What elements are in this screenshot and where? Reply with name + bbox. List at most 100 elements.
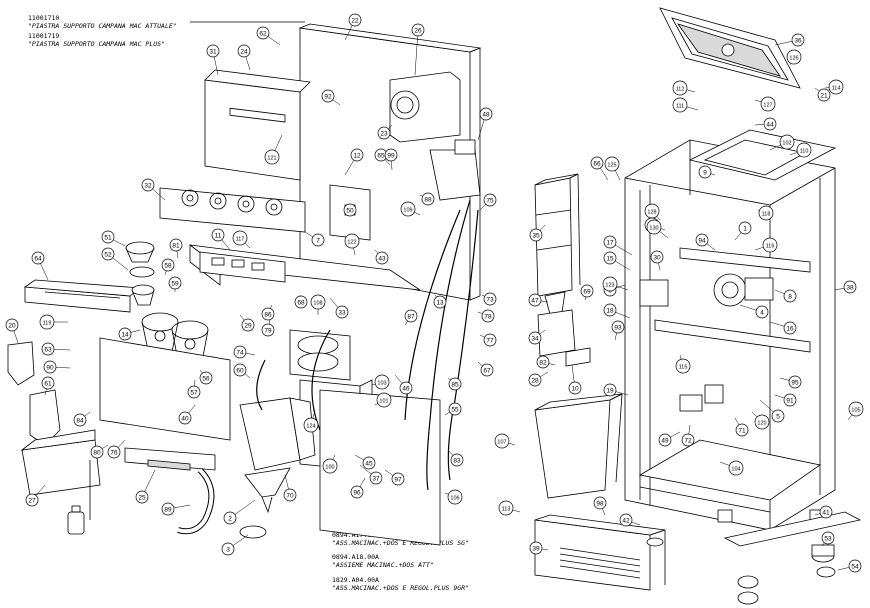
callout-number: 40 (181, 415, 189, 422)
callout-bubble (178, 411, 192, 425)
lid-frame (659, 7, 801, 89)
callout-bubble (448, 402, 462, 416)
callout-number: 82 (539, 359, 547, 366)
callout-42: 42 (619, 513, 633, 527)
callout-bubble (375, 251, 389, 265)
callout-16: 16 (783, 321, 797, 335)
callout-112: 112 (672, 80, 688, 96)
callout-number: 104 (731, 466, 740, 472)
callout-number: 35 (532, 232, 540, 239)
callout-37: 37 (369, 471, 383, 485)
callout-number: 68 (297, 299, 305, 306)
callout-126: 126 (786, 49, 802, 65)
callout-49: 49 (658, 433, 672, 447)
callout-bubble (322, 458, 338, 474)
callout-number: 128 (647, 209, 656, 215)
callout-number: 90 (46, 364, 54, 371)
callout-14: 14 (118, 327, 132, 341)
callout-number: 30 (653, 254, 661, 261)
callout-bubble (529, 541, 543, 555)
callout-bubble (783, 289, 797, 303)
callout-39: 39 (529, 541, 543, 555)
callout-52: 52 (101, 247, 115, 261)
castors (737, 544, 836, 605)
callout-79: 79 (261, 323, 275, 337)
callout-82: 82 (536, 355, 550, 369)
drip-tray (23, 279, 142, 313)
callout-number: 78 (484, 313, 492, 320)
callout-number: 73 (486, 296, 494, 303)
callout-number: 77 (486, 337, 494, 344)
callout-46: 46 (399, 381, 413, 395)
callout-number: 37 (372, 475, 380, 482)
callout-number: 107 (497, 439, 506, 445)
callout-50: 50 (343, 203, 357, 217)
callout-bubble (232, 230, 248, 246)
callout-122: 122 (344, 233, 360, 249)
callout-number: 58 (164, 262, 172, 269)
callout-bubble (141, 178, 155, 192)
callout-bubble (783, 321, 797, 335)
callout-number: 49 (661, 437, 669, 444)
callout-71: 71 (735, 423, 749, 437)
callout-number: 22 (351, 17, 359, 24)
callout-45: 45 (362, 456, 376, 470)
callout-22: 22 (348, 13, 362, 27)
callout-95: 95 (788, 375, 802, 389)
callout-number: 98 (596, 500, 604, 507)
callout-70: 70 (283, 488, 297, 502)
callout-94: 94 (695, 233, 709, 247)
callout-number: 43 (378, 255, 386, 262)
callout-106: 106 (447, 489, 463, 505)
callout-number: 18 (606, 307, 614, 314)
callout-number: 33 (338, 309, 346, 316)
callout-117: 117 (232, 230, 248, 246)
callout-number: 84 (76, 417, 84, 424)
callout-bubble (448, 377, 462, 391)
callout-23: 23 (377, 126, 391, 140)
callout-number: 65 (377, 152, 385, 159)
callout-number: 25 (138, 494, 146, 501)
callout-bubble (350, 485, 364, 499)
callout-bubble (43, 360, 57, 374)
callout-bubble (819, 505, 833, 519)
callout-bubble (779, 134, 795, 150)
callout-number: 57 (190, 389, 198, 396)
callout-number: 23 (380, 130, 388, 137)
callout-bubble (376, 392, 392, 408)
callout-bubble (261, 307, 275, 321)
callout-number: 14 (121, 331, 129, 338)
callout-bubble (528, 373, 542, 387)
callout-bubble (348, 13, 362, 27)
callout-bubble (760, 96, 776, 112)
callout-19: 19 (603, 383, 617, 397)
note-grinder-plus-sg: 0894.A17.00A "ASS.MACINAC.+DOS E REGOL. … (332, 531, 469, 547)
callout-32: 32 (141, 178, 155, 192)
callout-bubble (646, 219, 662, 235)
callout-123: 123 (602, 276, 618, 292)
callout-bubble (483, 292, 497, 306)
motor-assembly (713, 273, 774, 307)
callout-bubble (695, 233, 709, 247)
callout-number: 48 (482, 111, 490, 118)
callout-bubble (377, 126, 391, 140)
callout-number: 8 (788, 293, 792, 300)
upper-bracket-plate (204, 69, 311, 181)
callout-bubble (199, 371, 213, 385)
callout-bubble (758, 205, 774, 221)
callout-number: 17 (606, 239, 614, 246)
callout-number: 102 (782, 140, 791, 146)
callout-43: 43 (375, 251, 389, 265)
note-code: 11001719 (28, 32, 60, 40)
callout-26: 26 (411, 23, 425, 37)
callout-number: 45 (365, 460, 373, 467)
callout-number: 92 (324, 93, 332, 100)
callout-41: 41 (819, 505, 833, 519)
callout-125: 125 (604, 156, 620, 172)
callout-number: 108 (313, 300, 322, 306)
note-desc: "ASS.MACINAC.+DOS E REGOL. PLUS SG" (332, 539, 469, 547)
callout-120: 120 (754, 414, 770, 430)
callout-63: 63 (41, 342, 55, 356)
callout-58: 58 (161, 258, 175, 272)
callout-93: 93 (611, 320, 625, 334)
